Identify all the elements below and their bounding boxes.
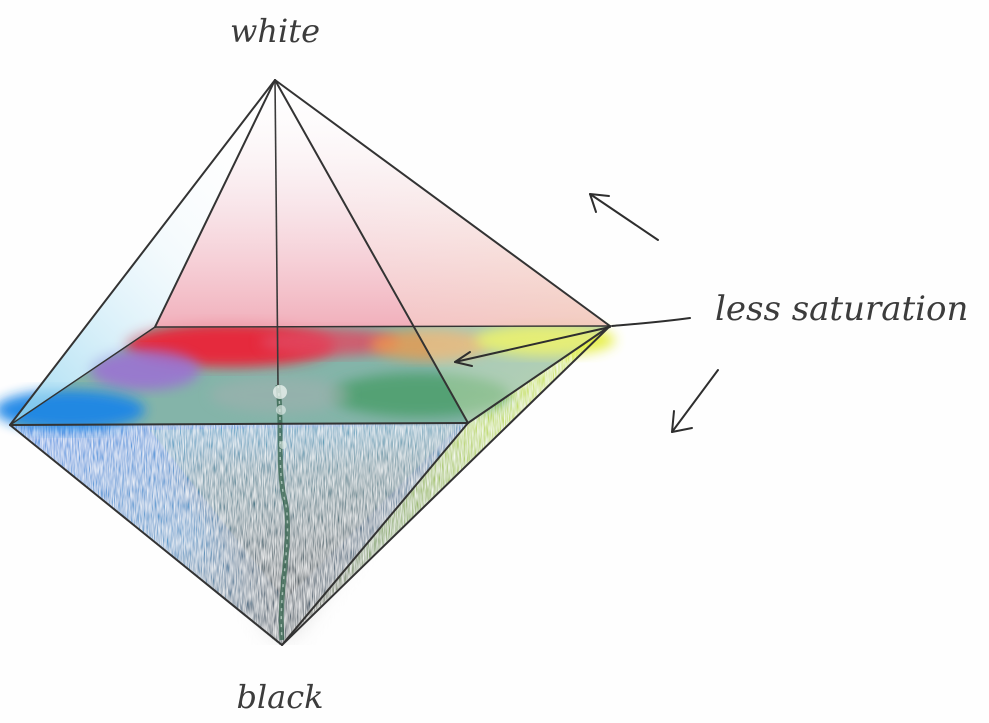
label-less-saturation: less saturation bbox=[715, 289, 968, 329]
arrow-down-left bbox=[672, 370, 718, 432]
label-black: black bbox=[236, 678, 323, 716]
leader-line bbox=[612, 318, 690, 326]
label-white: white bbox=[230, 12, 320, 50]
arrow-up-left bbox=[590, 194, 658, 240]
edge-back-right bbox=[155, 326, 610, 327]
